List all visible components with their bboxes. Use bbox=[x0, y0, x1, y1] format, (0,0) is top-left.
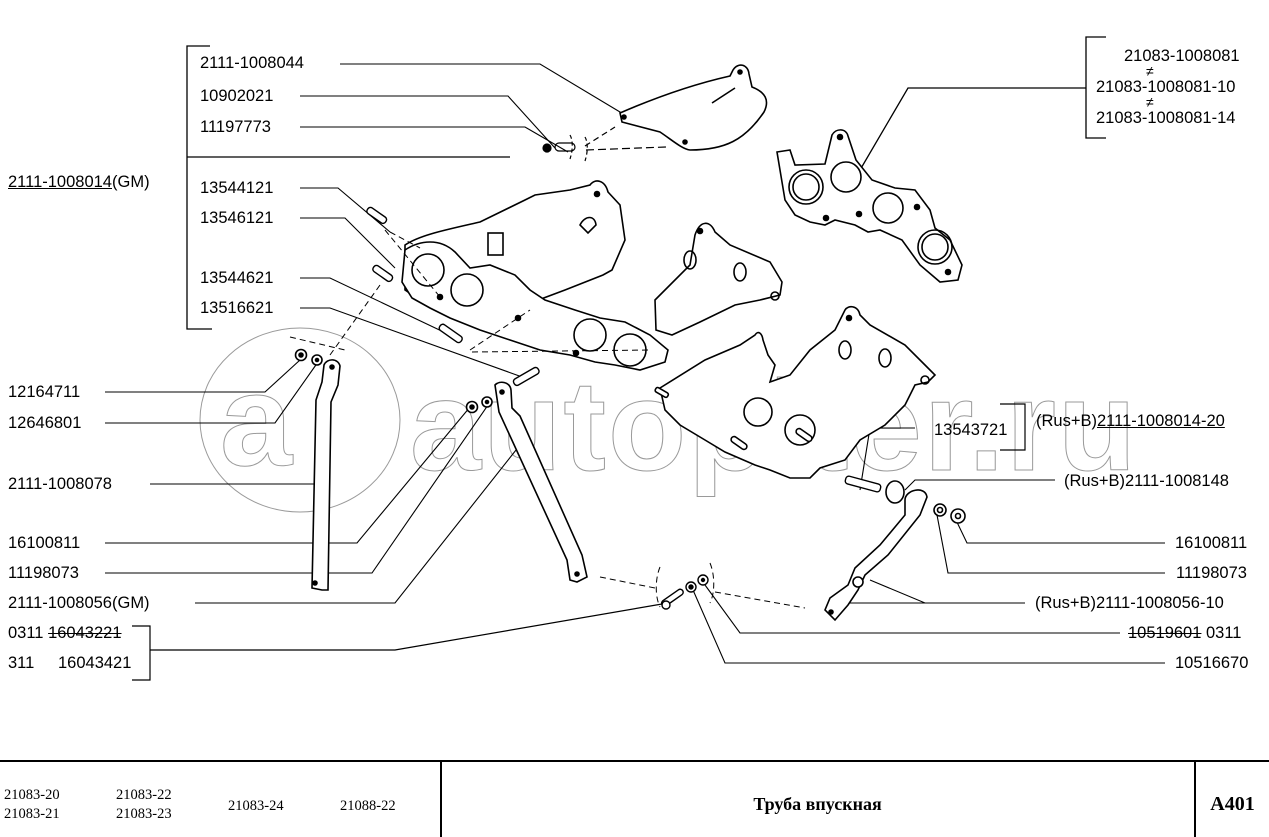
gasket bbox=[776, 129, 963, 283]
heat-shield bbox=[619, 64, 768, 151]
bracket-right bbox=[824, 480, 966, 622]
label-heat-shield-bolt[interactable]: 11197773 bbox=[200, 118, 271, 136]
label-stud-right[interactable]: 13543721 bbox=[934, 421, 1008, 439]
label-manifold-rus[interactable]: (Rus+B)2111-1008014-20 bbox=[1036, 412, 1225, 430]
heat-shield-fasteners bbox=[542, 126, 667, 162]
group-bracket-bolts bbox=[132, 603, 663, 681]
label-bolt-c[interactable]: 10519601 0311 bbox=[1128, 624, 1242, 642]
model-item: 21083-22 bbox=[116, 787, 172, 803]
watermark-logo-circle bbox=[199, 327, 401, 513]
label-mid-nut[interactable]: 16100811 bbox=[8, 534, 81, 552]
model-item: 21088-22 bbox=[340, 798, 396, 814]
label-gasket-2[interactable]: 21083-1008081-10 bbox=[1096, 78, 1236, 96]
model-item: 21083-23 bbox=[116, 806, 172, 822]
manifold-gm-suffix: (GM) bbox=[112, 173, 150, 191]
model-list-col-1: 21083-20 21083-21 bbox=[4, 786, 60, 824]
model-item: 21083-24 bbox=[228, 798, 284, 814]
diagram-title: Труба впускная bbox=[753, 794, 882, 814]
label-left-nut[interactable]: 12164711 bbox=[8, 383, 81, 401]
label-stud-3[interactable]: 13544621 bbox=[200, 269, 274, 287]
group-bracket-stud bbox=[1000, 403, 1026, 451]
label-right-washer[interactable]: 11198073 bbox=[1176, 564, 1247, 582]
not-equal-icon: ≠ bbox=[1146, 94, 1154, 110]
bolt-a-number: 16043221 bbox=[48, 624, 122, 642]
title-block: 21083-20 21083-21 21083-22 21083-23 2108… bbox=[0, 760, 1269, 837]
bracket-left bbox=[294, 348, 341, 591]
bolt-c-number: 10519601 bbox=[1128, 624, 1202, 642]
label-heat-shield-nut[interactable]: 10902021 bbox=[200, 87, 274, 105]
bolt-group-bottom bbox=[660, 574, 709, 610]
intake-manifold-gm bbox=[401, 180, 669, 371]
group-bracket-gasket bbox=[859, 36, 1106, 171]
bracket-middle bbox=[465, 381, 588, 583]
intake-manifold-gm-runner bbox=[654, 222, 783, 336]
label-spacer-rus[interactable]: (Rus+B)2111-1008148 bbox=[1064, 472, 1229, 490]
label-gasket-3[interactable]: 21083-1008081-14 bbox=[1096, 109, 1236, 127]
label-gasket-1[interactable]: 21083-1008081 bbox=[1124, 47, 1240, 65]
label-right-nut[interactable]: 16100811 bbox=[1175, 534, 1248, 552]
divider bbox=[440, 762, 442, 837]
label-heat-shield[interactable]: 2111-1008044 bbox=[200, 54, 304, 72]
model-list-col-2: 21083-22 21083-23 bbox=[116, 786, 172, 824]
label-manifold-gm[interactable]: 2111-1008014(GM) bbox=[8, 173, 150, 191]
label-mid-washer[interactable]: 11198073 bbox=[8, 564, 79, 582]
watermark-logo-a: a bbox=[220, 347, 294, 493]
label-mid-bracket[interactable]: 2111-1008056(GM) bbox=[8, 594, 150, 612]
page-code: A401 bbox=[1210, 793, 1255, 815]
label-left-washer[interactable]: 12646801 bbox=[8, 414, 82, 432]
bolt-b-number: 16043421 bbox=[58, 654, 132, 672]
bolt-a-prefix: 0311 bbox=[8, 624, 44, 642]
group-bracket-left bbox=[186, 45, 510, 330]
intake-manifold-rus bbox=[654, 305, 937, 479]
manifold-rus-prefix: (Rus+B) bbox=[1036, 412, 1097, 430]
label-stud-1[interactable]: 13544121 bbox=[200, 179, 274, 197]
label-stud-2[interactable]: 13546121 bbox=[200, 209, 274, 227]
label-right-bracket[interactable]: (Rus+B)2111-1008056-10 bbox=[1035, 594, 1224, 612]
not-equal-icon: ≠ bbox=[1146, 63, 1154, 79]
model-list-col-3: 21083-24 bbox=[228, 797, 284, 816]
manifold-gm-number: 2111-1008014 bbox=[8, 173, 112, 191]
label-left-bracket[interactable]: 2111-1008078 bbox=[8, 475, 112, 493]
model-item: 21083-21 bbox=[4, 806, 60, 822]
label-stud-4[interactable]: 13516621 bbox=[200, 299, 274, 317]
divider bbox=[1194, 762, 1196, 837]
manifold-rus-number: 2111-1008014-20 bbox=[1096, 412, 1225, 430]
model-item: 21083-20 bbox=[4, 787, 60, 803]
bolt-c-suffix: 0311 bbox=[1201, 624, 1242, 642]
watermark: a autopiter.ru bbox=[199, 327, 1137, 513]
parts-diagram: a autopiter.ru bbox=[105, 36, 1165, 681]
model-list-col-4: 21088-22 bbox=[340, 797, 396, 816]
assembly-dashed-lines bbox=[289, 229, 806, 609]
label-bolt-d[interactable]: 10516670 bbox=[1175, 654, 1249, 672]
label-bolt-b[interactable]: 311 16043421 bbox=[8, 654, 131, 672]
label-bolt-a[interactable]: 0311 16043221 bbox=[8, 624, 122, 642]
studs bbox=[366, 206, 882, 493]
bolt-b-prefix: 311 bbox=[8, 654, 35, 672]
